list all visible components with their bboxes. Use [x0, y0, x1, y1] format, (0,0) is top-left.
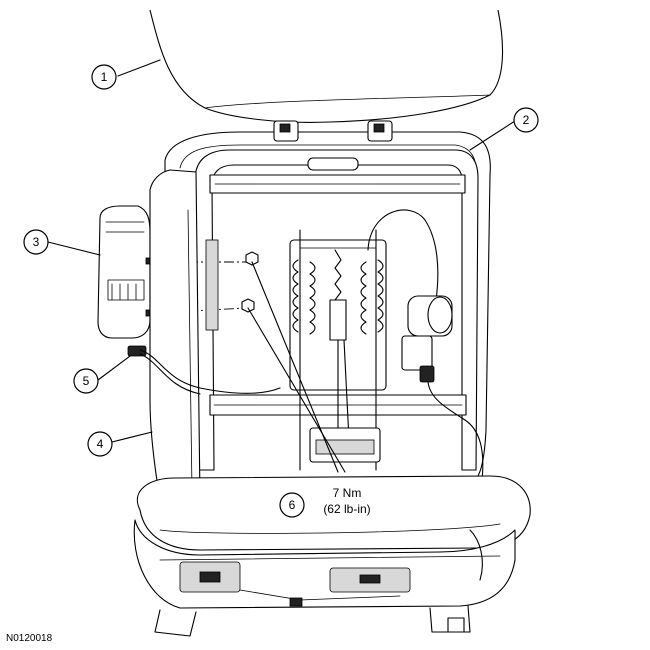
side-airbag-module — [97, 205, 153, 339]
leader-lines — [47, 59, 516, 473]
callout-5: 5 — [73, 368, 99, 394]
svg-text:3: 3 — [33, 235, 40, 249]
svg-text:1: 1 — [101, 70, 108, 84]
torque-label-background — [312, 482, 382, 518]
torque-spec-imperial: (62 lb-in) — [323, 502, 370, 516]
svg-text:2: 2 — [523, 113, 530, 127]
airbag-wiring-harness — [127, 345, 281, 395]
callout-2: 2 — [513, 107, 539, 133]
airbag-mounting-lines — [151, 239, 259, 331]
callout-3: 3 — [23, 229, 49, 255]
lumbar-spring-mat — [289, 229, 387, 471]
svg-text:6: 6 — [289, 498, 296, 512]
seat-side-trim — [149, 169, 201, 501]
callout-6: 6 — [279, 492, 305, 518]
figure-number: N0120018 — [6, 633, 53, 644]
callout-4: 4 — [87, 431, 113, 457]
seat-back-cover — [149, 9, 504, 123]
torque-spec-metric: 7 Nm — [333, 486, 362, 500]
headrest-guides — [273, 120, 393, 142]
svg-text:4: 4 — [97, 437, 104, 451]
callout-1: 1 — [91, 64, 117, 90]
lumbar-motor — [367, 209, 484, 481]
svg-text:5: 5 — [83, 374, 90, 388]
